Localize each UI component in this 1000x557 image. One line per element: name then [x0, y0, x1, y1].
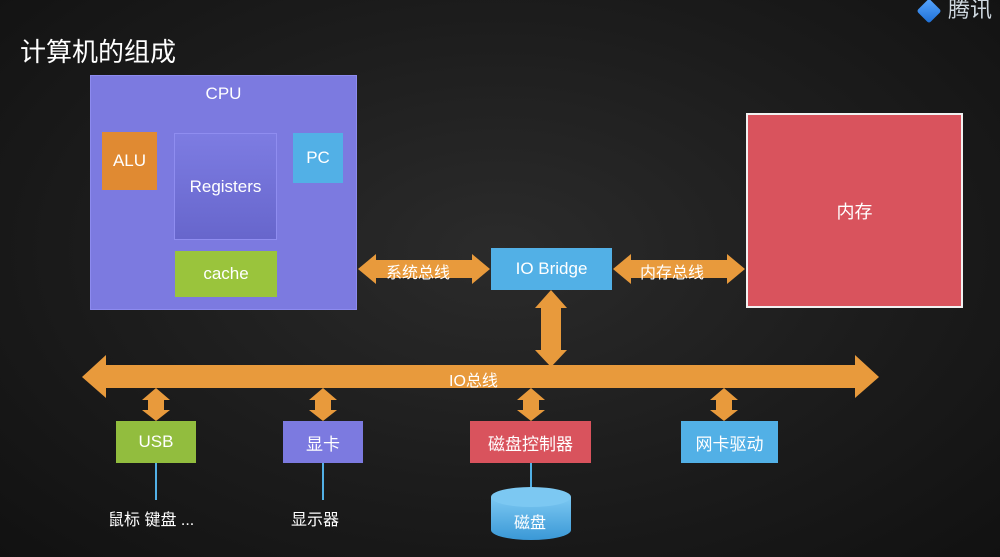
io-bridge-block: IO Bridge [491, 248, 612, 290]
pc-label: PC [306, 148, 330, 167]
usb-peripherals-label: 鼠标 键盘 ... [108, 512, 195, 529]
alu-block: ALU [102, 132, 157, 190]
io-bus-label: IO总线 [449, 373, 498, 390]
registers-block: Registers [174, 133, 277, 240]
registers-label: Registers [189, 176, 262, 196]
memory-label: 内存 [836, 201, 873, 222]
cache-label: cache [203, 264, 249, 283]
disk-controller-connector-arrow [517, 388, 545, 421]
gpu-label: 显卡 [306, 434, 340, 454]
memory-block: 内存 [746, 113, 963, 308]
brand-logo: 腾讯 [916, 0, 1000, 24]
usb-block: USB [116, 421, 196, 463]
nic-block: 网卡驱动 [681, 421, 778, 463]
disk-cylinder [491, 487, 571, 540]
system-bus-label: 系统总线 [386, 265, 451, 282]
disk-label: 磁盘 [514, 515, 547, 532]
page-title: 计算机的组成 [20, 38, 177, 68]
gpu-block: 显卡 [283, 421, 363, 463]
nic-label: 网卡驱动 [695, 434, 764, 454]
memory-bus-arrow [613, 254, 745, 284]
usb-connector-arrow [142, 388, 170, 421]
system-bus-arrow [358, 254, 490, 284]
io-bridge-label: IO Bridge [515, 259, 588, 278]
cache-block: cache [175, 251, 277, 297]
cpu-label: CPU [205, 84, 242, 103]
pc-block: PC [293, 133, 343, 183]
bridge-to-iobus-arrow [535, 290, 567, 367]
nic-connector-arrow [710, 388, 738, 421]
io-bus-arrow [82, 355, 879, 398]
usb-label: USB [138, 432, 174, 451]
gpu-connector-arrow [309, 388, 337, 421]
logo-text: 腾讯 [948, 0, 993, 22]
display-label: 显示器 [291, 512, 340, 529]
disk-controller-block: 磁盘控制器 [470, 421, 591, 463]
alu-label: ALU [112, 151, 147, 170]
memory-bus-label: 内存总线 [640, 265, 705, 282]
disk-controller-label: 磁盘控制器 [488, 434, 573, 454]
